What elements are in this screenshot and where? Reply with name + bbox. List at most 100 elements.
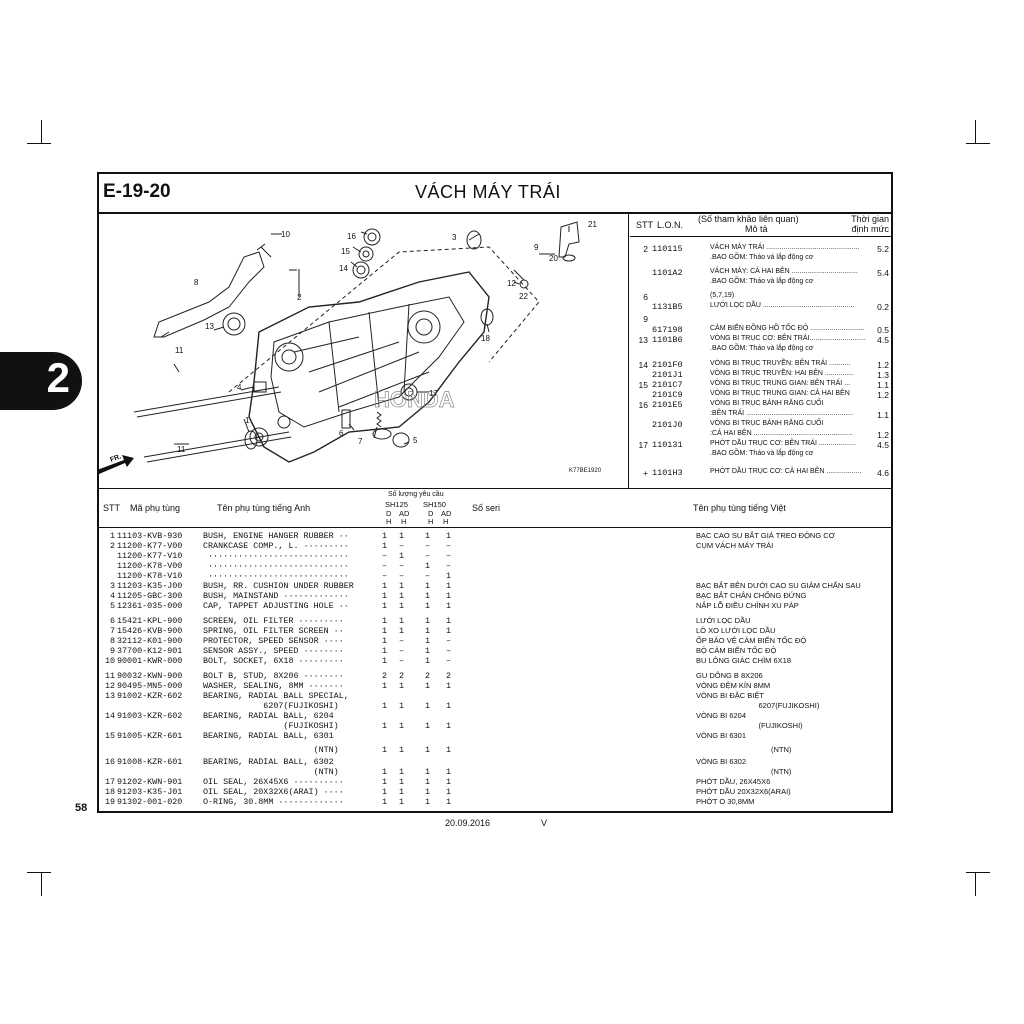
part-stt: 10 xyxy=(105,656,116,666)
part-qty: 1 xyxy=(382,767,388,777)
part-no: 11200-K77-V00 xyxy=(117,541,183,551)
part-qty: 1 xyxy=(382,581,388,591)
ref-lon: 1101B6 xyxy=(652,335,683,345)
callout-label: 14 xyxy=(339,264,348,273)
part-qty: 1 xyxy=(382,591,388,601)
part-qty: 1 xyxy=(446,581,452,591)
part-vn: VÒNG BI 6301 xyxy=(696,731,747,740)
callout-label: 15 xyxy=(341,247,350,256)
ref-stt: 14 xyxy=(638,360,648,370)
crop-mark xyxy=(975,872,976,896)
part-no: 11200-K78-V10 xyxy=(117,571,183,581)
callout-label: 20 xyxy=(549,254,558,263)
ref-lon: 1101H3 xyxy=(652,468,683,478)
part-qty: 1 xyxy=(382,646,388,656)
ref-time: 1.2 xyxy=(877,360,889,370)
ref-row: .BAO GỒM: Tháo và lắp động cơ xyxy=(630,254,891,264)
part-en: OIL SEAL, 20X32X6(ARAI) ···· xyxy=(203,787,344,797)
part-stt xyxy=(105,701,115,711)
part-stt: 8 xyxy=(105,636,116,646)
part-qty: 1 xyxy=(399,581,405,591)
part-qty: – xyxy=(382,561,388,571)
part-qty: 1 xyxy=(446,626,452,636)
part-stt: 13 xyxy=(105,691,116,701)
part-vn: VÒNG BI 6204 xyxy=(696,711,747,720)
part-no: 90001-KWR-000 xyxy=(117,656,183,666)
part-en: BOLT, SOCKET, 6X18 ········· xyxy=(203,656,344,666)
part-qty: 1 xyxy=(425,581,431,591)
part-qty: – xyxy=(399,636,405,646)
part-no: 32112-K01-900 xyxy=(117,636,183,646)
part-qty: 2 xyxy=(382,671,388,681)
callout-label: 16 xyxy=(347,232,356,241)
callout-label: 6 xyxy=(339,429,344,438)
part-no: 90495-MN5-000 xyxy=(117,681,183,691)
part-qty: 1 xyxy=(446,797,452,807)
part-qty: 1 xyxy=(425,616,431,626)
part-qty: 1 xyxy=(399,797,405,807)
page-number: 58 xyxy=(75,802,88,814)
part-qty: 1 xyxy=(425,787,431,797)
ref-lon: 2101E5 xyxy=(652,400,683,410)
ref-desc-header: Mô tả xyxy=(745,224,768,234)
part-en: CAP, TAPPET ADJUSTING HOLE ·· xyxy=(203,601,349,611)
ref-desc: VÒNG BI TRỤC TRUYỀN: HAI BÊN ...........… xyxy=(710,370,855,377)
callout-label: 10 xyxy=(281,230,290,239)
part-qty: 1 xyxy=(446,777,452,787)
ref-desc: PHỚT DẦU TRỤC CƠ: BÊN TRÁI .............… xyxy=(710,440,856,447)
part-qty: 1 xyxy=(399,626,405,636)
ref-time: 1.2 xyxy=(877,430,889,440)
part-qty: 1 xyxy=(425,561,431,571)
part-vn: CỤM VÁCH MÁY TRÁI xyxy=(696,541,774,550)
part-no: 90032-KWN-900 xyxy=(117,671,183,681)
part-stt xyxy=(105,551,115,561)
part-no: 91008-KZR-601 xyxy=(117,757,183,767)
part-qty: 1 xyxy=(446,721,452,731)
ref-desc: .BAO GỒM: Tháo và lắp động cơ xyxy=(710,254,814,261)
part-en: O-RING, 30.8MM ············· xyxy=(203,797,344,807)
part-en: (NTN) xyxy=(203,745,339,755)
part-stt: 14 xyxy=(105,711,116,721)
part-vn: PHỚT O 30,8MM xyxy=(696,797,755,806)
col-model-1: SH125 xyxy=(385,500,408,509)
part-vn: GU DÔNG B 8X206 xyxy=(696,671,763,680)
ref-time: 1.1 xyxy=(877,410,889,420)
callout-label: 2 xyxy=(297,293,302,302)
part-qty: – xyxy=(399,571,405,581)
col-name-en: Tên phụ tùng tiếng Anh xyxy=(217,503,311,513)
part-qty: 1 xyxy=(446,571,452,581)
part-stt: 6 xyxy=(105,616,116,626)
col-h: H xyxy=(386,517,392,526)
part-qty: – xyxy=(399,646,405,656)
part-qty: 1 xyxy=(399,531,405,541)
part-qty: 1 xyxy=(399,616,405,626)
part-qty: 1 xyxy=(382,797,388,807)
part-qty: 2 xyxy=(446,671,452,681)
part-no: 12361-035-000 xyxy=(117,601,183,611)
part-qty: 1 xyxy=(425,797,431,807)
part-stt xyxy=(105,561,115,571)
ref-desc: VÒNG BI TRỤC TRUNG GIAN: BÊN TRÁI ... xyxy=(710,380,851,387)
part-stt: 17 xyxy=(105,777,116,787)
part-no: 15421-KPL-900 xyxy=(117,616,183,626)
part-qty: 1 xyxy=(382,681,388,691)
ref-time: 0.2 xyxy=(877,302,889,312)
part-qty: 1 xyxy=(382,656,388,666)
callout-label: 8 xyxy=(194,278,199,287)
part-vn: PHỚT DẦU, 26X45X6 xyxy=(696,777,771,786)
footer-date: 20.09.2016 xyxy=(445,818,491,828)
part-vn: VÒNG BI ĐẶC BIỆT xyxy=(696,691,764,700)
ref-desc: :CẢ HAI BÊN ............................… xyxy=(710,430,853,437)
part-stt: 18 xyxy=(105,787,116,797)
section-tab-number: 2 xyxy=(46,354,70,401)
part-qty: – xyxy=(425,541,431,551)
col-ad1: AD xyxy=(399,509,410,518)
